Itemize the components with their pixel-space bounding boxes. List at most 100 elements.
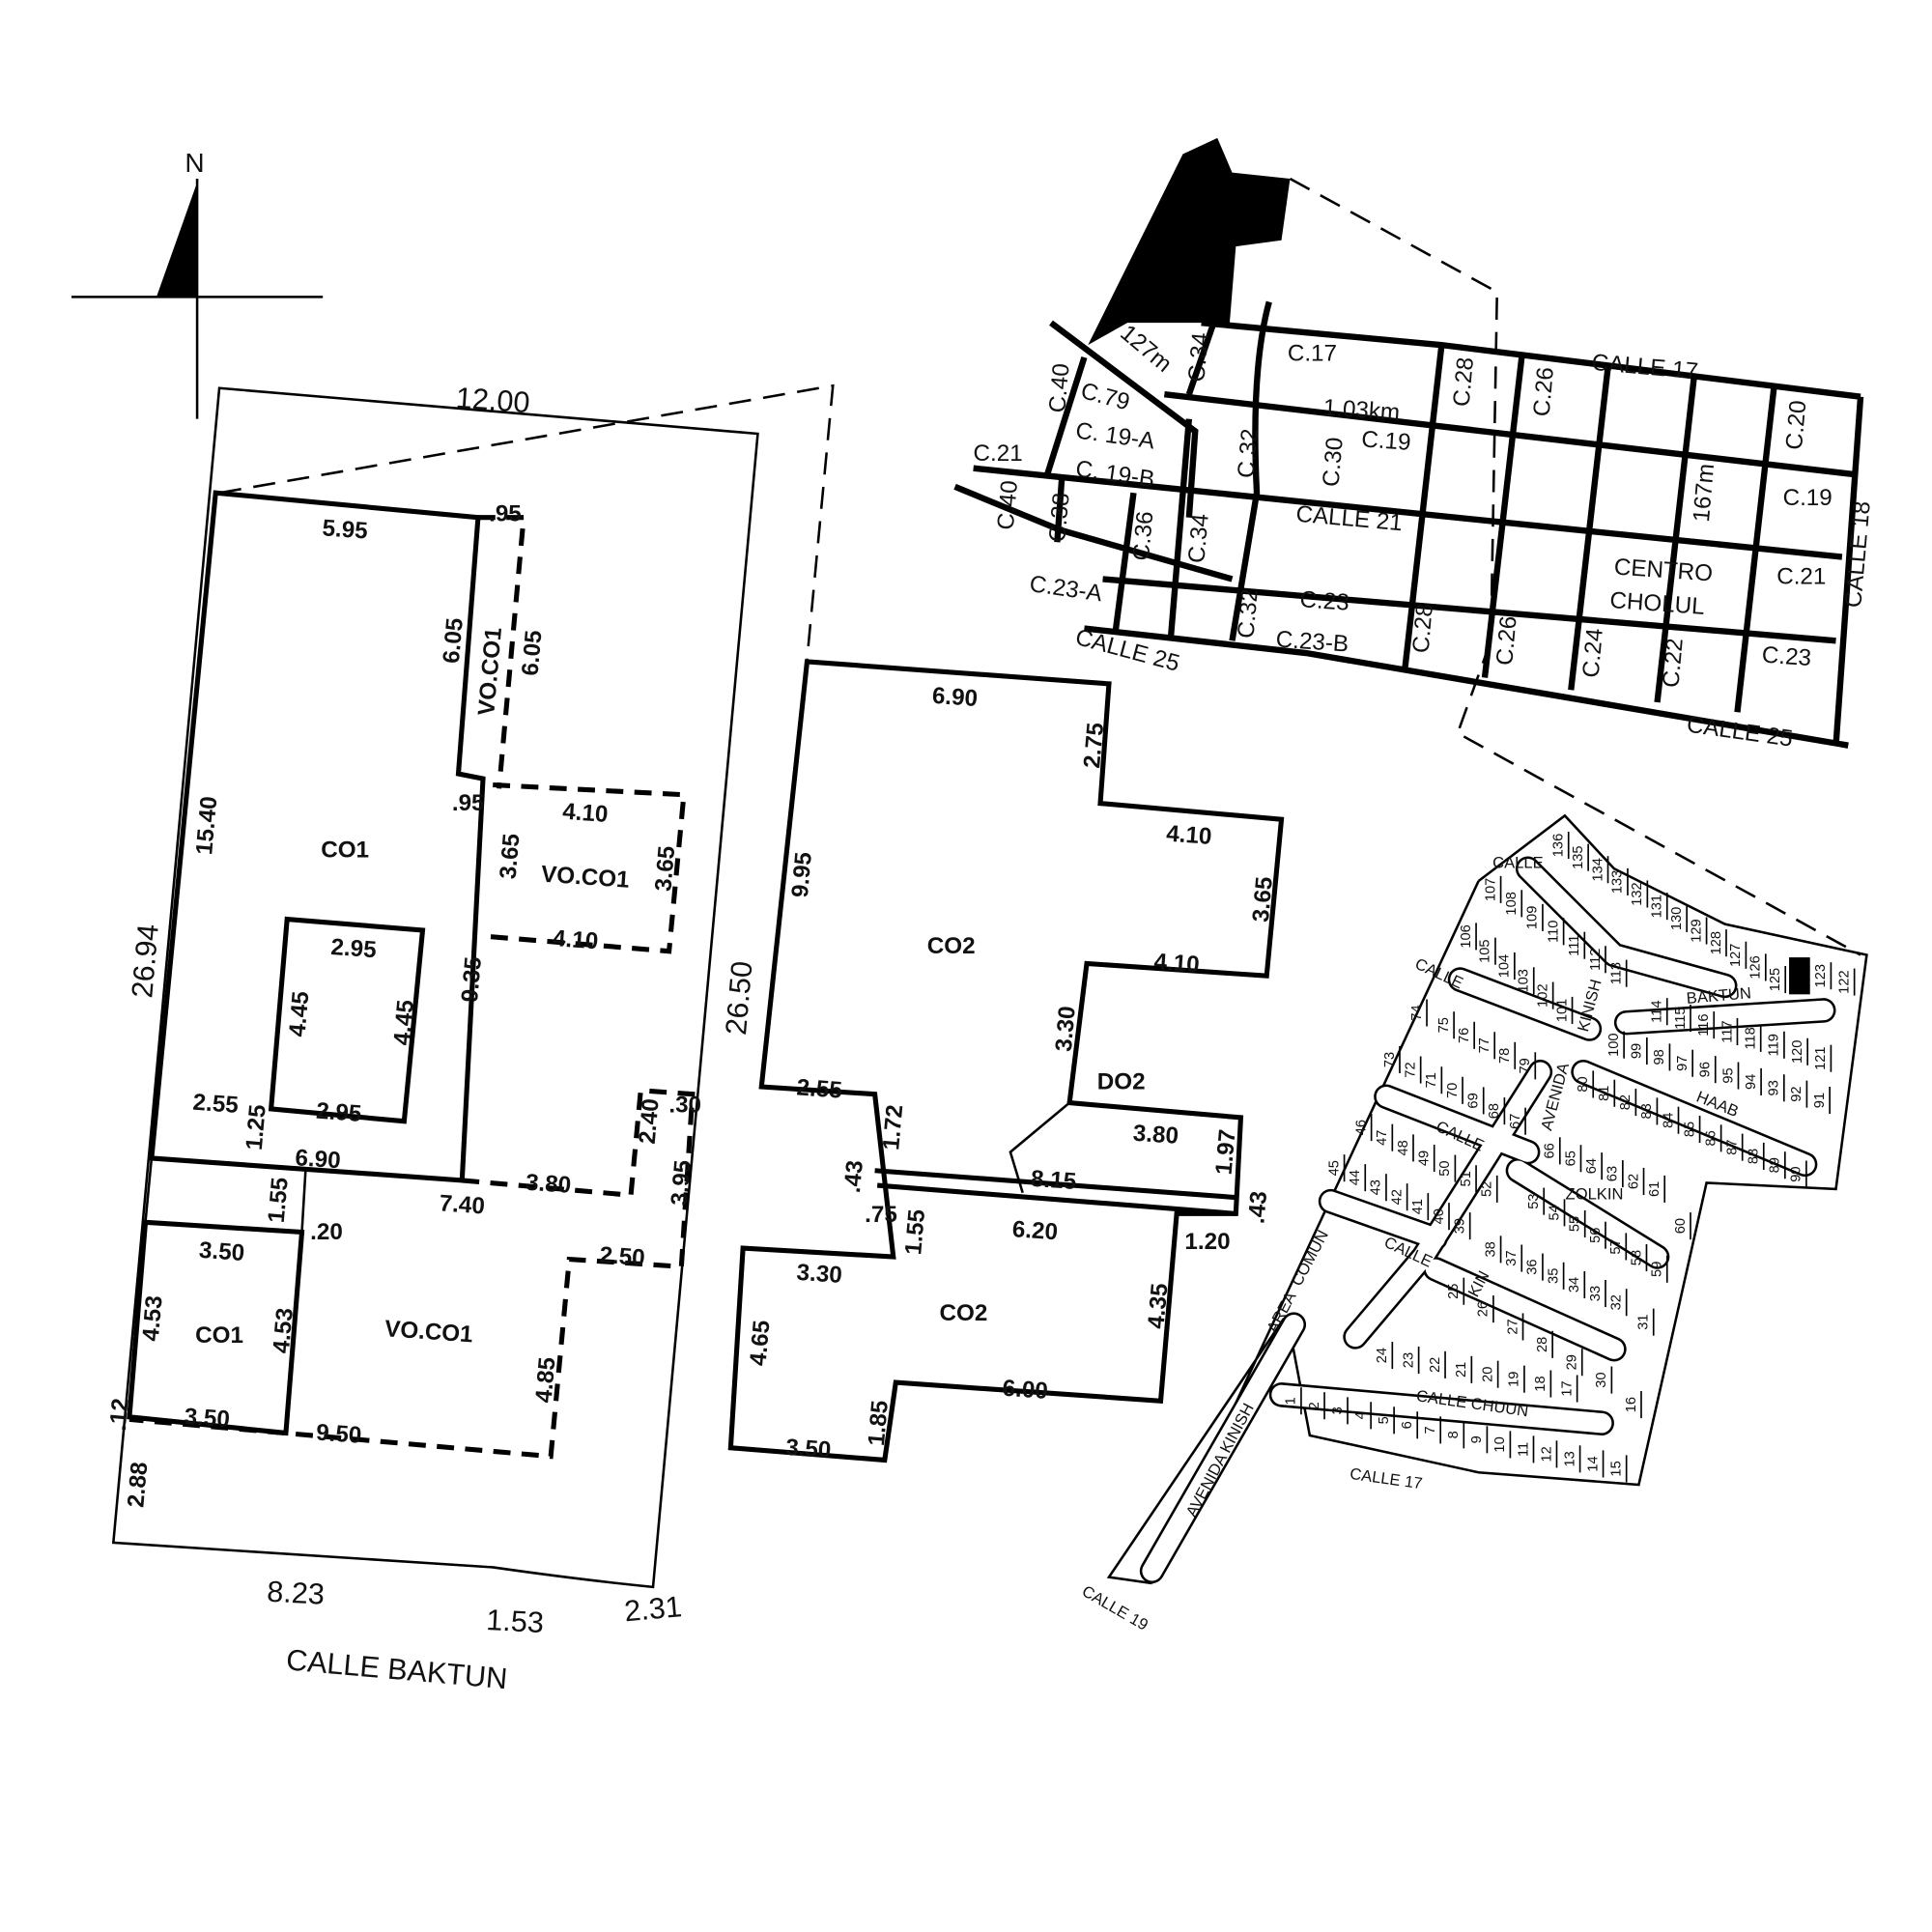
lot-number: 115 (1673, 1007, 1689, 1029)
lot-number: 54 (1547, 1205, 1562, 1220)
lot-number: 133 (1610, 870, 1626, 894)
lot-number: 99 (1630, 1043, 1645, 1059)
street-label: C.30 (1318, 437, 1348, 488)
lot-number: 62 (1626, 1174, 1641, 1189)
dimension-label: 6.90 (931, 683, 979, 712)
dimension-label: 3.50 (184, 1404, 231, 1433)
lot-number: 3 (1330, 1406, 1346, 1414)
building-co2 (727, 659, 1285, 1463)
dimension-label: 1.97 (1211, 1128, 1241, 1176)
lot-number: 87 (1724, 1139, 1740, 1154)
lot-number: 101 (1554, 999, 1570, 1022)
lot-number: 114 (1650, 1001, 1665, 1023)
lot-number: 111 (1567, 935, 1582, 956)
lot-number: 78 (1497, 1048, 1513, 1064)
dimension-label: 1.25 (242, 1103, 271, 1151)
lot-number: 63 (1605, 1166, 1621, 1181)
dimension-label: 1.55 (900, 1208, 930, 1256)
lot-number: 8 (1446, 1431, 1462, 1438)
lot-number: 48 (1396, 1140, 1411, 1155)
lot-number: 136 (1551, 834, 1567, 857)
street-label: C.23-A (1028, 571, 1104, 607)
street-label: C.36 (1128, 510, 1158, 561)
lot-number: 25 (1446, 1284, 1462, 1299)
street-label: CALLE 21 (1295, 501, 1404, 537)
dimension-label: .43 (1243, 1190, 1272, 1225)
dimension-label: 4.10 (552, 925, 599, 954)
zone-label: VO.CO1 (384, 1316, 473, 1348)
dimension-label: 9.35 (457, 955, 487, 1003)
lot-number: 40 (1432, 1208, 1447, 1224)
dimension-label: .95 (489, 500, 522, 526)
lot-number: 44 (1348, 1170, 1363, 1185)
dimension-label: 4.45 (284, 990, 314, 1037)
lot-number: 123 (1813, 964, 1829, 987)
lot-number: 105 (1478, 939, 1493, 962)
site-dimension-label: 26.94 (126, 923, 165, 999)
lot-number: 10 (1492, 1436, 1508, 1452)
lot-number: 37 (1504, 1250, 1520, 1265)
lot-number: 71 (1424, 1072, 1439, 1088)
lot-number: 61 (1647, 1181, 1662, 1197)
lot-number: 77 (1477, 1037, 1492, 1053)
lot-number: 57 (1608, 1238, 1624, 1254)
lot-number: 81 (1597, 1086, 1612, 1101)
site-dimension-label: CALLE BAKTUN (285, 1643, 509, 1695)
building-co1-lower (127, 1157, 307, 1436)
site-dimension-label: 1.53 (486, 1604, 545, 1639)
subdivision-street-label: CALLE 19 (1079, 1581, 1151, 1634)
dimension-label: 2.40 (635, 1097, 665, 1145)
lot-number: 52 (1480, 1181, 1495, 1197)
lot-number: 47 (1375, 1130, 1390, 1146)
lot-number: 9 (1469, 1435, 1485, 1443)
lot-number: 20 (1480, 1367, 1495, 1382)
lot-number: 92 (1789, 1086, 1804, 1101)
lot-number: 79 (1518, 1058, 1533, 1073)
dimension-label: 2.55 (192, 1090, 240, 1119)
lot-number: 66 (1543, 1143, 1558, 1158)
lot-number: 18 (1533, 1376, 1548, 1391)
lot-number: 88 (1747, 1149, 1762, 1164)
street-label: C.17 (1288, 341, 1337, 367)
lot-number: 12 (1539, 1446, 1554, 1462)
lot-number: 102 (1535, 983, 1550, 1007)
dimension-label: 6.00 (1002, 1376, 1049, 1405)
lot-number: 126 (1748, 955, 1764, 979)
lot-number: 109 (1525, 906, 1541, 929)
lot-number: 64 (1584, 1158, 1600, 1174)
dimension-label: 4.35 (1143, 1282, 1173, 1329)
lot-number: 51 (1459, 1171, 1474, 1186)
location-map (953, 137, 1864, 956)
lot-number: 96 (1698, 1062, 1714, 1077)
lot-number: 60 (1673, 1218, 1689, 1234)
street-label: C. 19-A (1074, 417, 1157, 454)
lot-number: 56 (1588, 1228, 1604, 1243)
lot-number: 104 (1497, 954, 1513, 978)
street-label: C.34 (1183, 331, 1213, 383)
zone-label: CO2 (940, 1300, 988, 1326)
dimension-label: 6.05 (439, 617, 469, 665)
lot-number: 36 (1525, 1259, 1541, 1274)
lot-number: 31 (1636, 1314, 1652, 1329)
lot-number: 17 (1559, 1380, 1575, 1396)
subdivision-street-label: ZOLKIN (1566, 1184, 1624, 1203)
dimension-label: 2.88 (123, 1461, 153, 1508)
lot-number: 85 (1682, 1122, 1697, 1137)
street-label: C. 19-B (1074, 456, 1156, 493)
dimension-label: 3.65 (650, 845, 680, 893)
lot-number: 39 (1452, 1218, 1467, 1234)
subdivision-street-label: CALLE (1412, 954, 1466, 992)
lot-number: 103 (1517, 969, 1532, 992)
lot-number: 46 (1353, 1120, 1369, 1135)
dimension-label: 9.50 (315, 1420, 362, 1449)
building-co1-upper (128, 490, 696, 1460)
lot-number: 107 (1483, 878, 1498, 901)
lot-number: 53 (1526, 1193, 1542, 1208)
lot-number: 130 (1669, 907, 1685, 930)
dimension-label: 3.80 (1132, 1121, 1179, 1150)
lot-number: 55 (1567, 1216, 1582, 1232)
lot-number: 98 (1652, 1049, 1667, 1065)
dimension-label: 1.85 (864, 1400, 894, 1447)
subdivision-map (1106, 813, 1868, 1585)
